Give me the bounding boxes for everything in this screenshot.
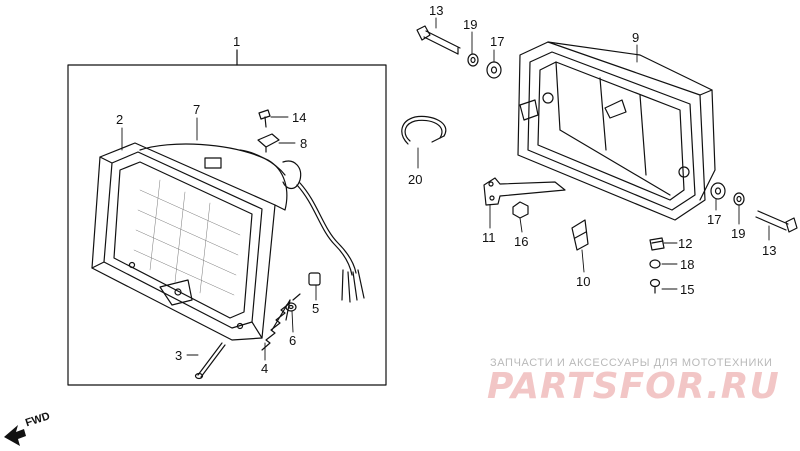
leader-lines [121,17,770,361]
label-part-8: 8 [300,136,307,151]
part-4-spring [261,293,301,351]
label-part-13-top: 13 [429,3,443,18]
part-10-clip [571,219,589,251]
label-part-10: 10 [576,274,590,289]
label-part-12: 12 [678,236,692,251]
label-part-19-right: 19 [731,226,745,241]
part-16-nut [512,201,529,219]
part-19-washer-top [467,53,479,67]
label-part-15: 15 [680,282,694,297]
part-11-bracket [483,177,566,206]
label-part-6: 6 [289,333,296,348]
part-8-clip [257,133,280,153]
assembly-frame [67,49,387,386]
headlight-case [517,41,716,221]
label-part-5: 5 [312,301,319,316]
label-part-3: 3 [175,348,182,363]
watermark-logo: PARTSFOR.RU [487,366,780,407]
label-part-17-top: 17 [490,34,504,49]
part-13-bolt-top [416,25,461,55]
part-17-washer-top [486,61,502,79]
label-part-2: 2 [116,112,123,127]
sealed-beam-unit [133,143,302,331]
label-part-17-right: 17 [707,212,721,227]
label-part-19-top: 19 [463,17,477,32]
part-12-grommet [649,237,665,251]
part-3-screw [194,342,226,380]
label-part-16: 16 [514,234,528,249]
watermark-tagline: ЗАПЧАСТИ И АКСЕССУАРЫ ДЛЯ МОТОТЕХНИКИ [490,357,773,369]
headlight-rim [91,142,276,341]
label-part-18: 18 [680,257,694,272]
part-20-band [401,115,447,145]
fwd-arrow-icon [4,425,26,446]
part-6-washer [285,302,297,312]
part-14-screw [258,109,271,128]
wiring-harness [296,182,365,303]
part-17-washer-right [710,182,726,200]
part-labels: 1 2 3 4 5 6 7 8 9 10 11 12 13 13 14 15 1… [116,3,776,376]
label-part-11: 11 [482,230,496,245]
label-part-4: 4 [261,361,268,376]
label-part-7: 7 [193,102,200,117]
label-part-13-right: 13 [762,243,776,258]
part-18-washer [649,259,661,269]
label-part-9: 9 [632,30,639,45]
part-15-screw [649,278,661,294]
label-part-1: 1 [233,34,240,49]
part-19-washer-right [733,192,745,206]
label-part-20: 20 [408,172,422,187]
part-5-nut [308,272,321,286]
label-part-14: 14 [292,110,306,125]
part-13-bolt-right [755,210,798,233]
